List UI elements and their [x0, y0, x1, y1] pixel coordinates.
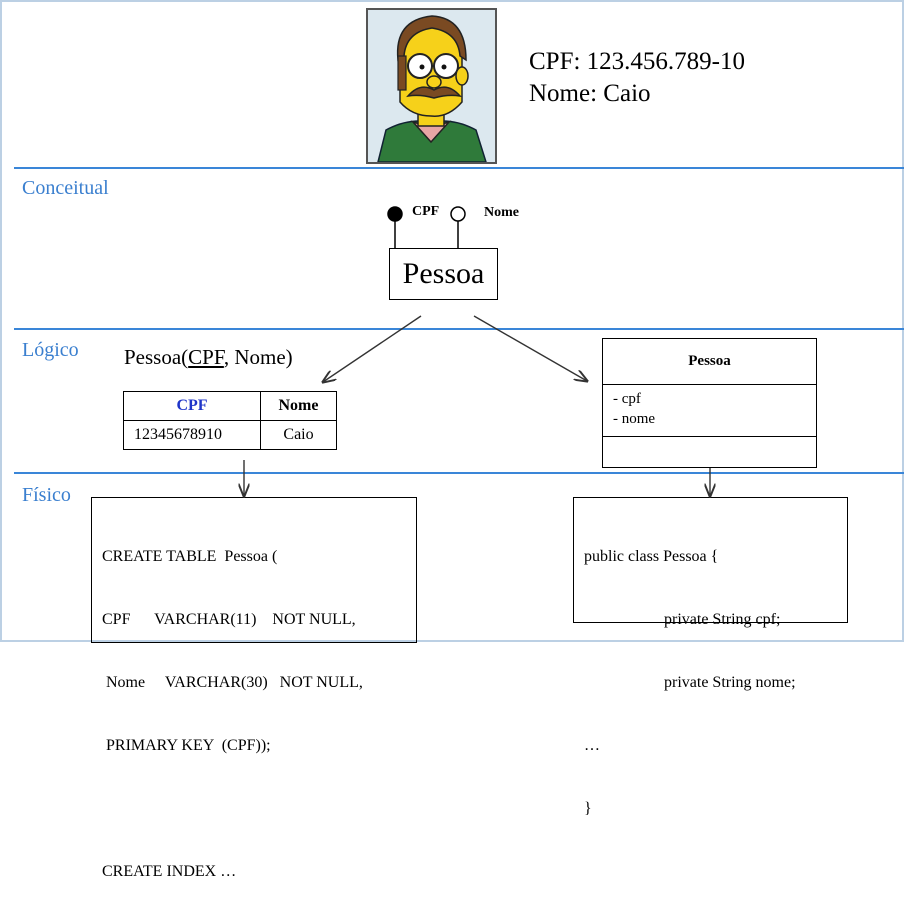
sql-line [102, 798, 406, 819]
diagram-frame [0, 0, 904, 642]
table-header-cpf: CPF [123, 391, 261, 421]
table-cell-cpf: 12345678910 [123, 420, 261, 450]
entity-pessoa: Pessoa [389, 248, 498, 300]
java-line: private String cpf; [584, 611, 781, 628]
java-line: public class Pessoa { [584, 548, 719, 565]
cartoon-character-image [368, 10, 495, 162]
table-cell-nome: Caio [260, 420, 337, 450]
uml-class-attributes: - cpf - nome [603, 385, 816, 437]
uml-class-pessoa: Pessoa - cpf - nome [602, 338, 817, 468]
java-line: … [584, 737, 600, 754]
section-label-conceitual: Conceitual [22, 177, 109, 199]
uml-class-name: Pessoa [603, 339, 816, 385]
section-label-logico: Lógico [22, 339, 79, 361]
arrow-to-relational [323, 315, 422, 382]
section-divider [14, 472, 904, 474]
relation-rest: , Nome) [223, 345, 293, 369]
sql-line: PRIMARY KEY (CPF)); [102, 737, 271, 754]
relational-table: CPF Nome 12345678910 Caio [123, 391, 337, 450]
attribute-nome-label: Nome [484, 205, 519, 220]
java-line: } [584, 800, 592, 817]
sql-line: CREATE TABLE Pessoa ( [102, 548, 278, 565]
section-divider [14, 328, 904, 330]
person-info: CPF: 123.456.789-10 Nome: Caio [529, 46, 745, 110]
sql-line: CPF VARCHAR(11) NOT NULL, [102, 611, 356, 628]
java-line: private String nome; [584, 674, 796, 691]
attribute-marker [450, 206, 466, 222]
sql-line: Nome VARCHAR(30) NOT NULL, [102, 674, 363, 691]
person-cpf: CPF: 123.456.789-10 [529, 48, 746, 75]
sql-line: CREATE INDEX … [102, 863, 237, 880]
person-name: Nome: Caio [529, 80, 651, 107]
relation-primary-key: CPF [188, 345, 224, 369]
attribute-cpf-label: CPF [412, 204, 440, 219]
arrow-to-class [473, 315, 587, 381]
section-label-fisico: Físico [22, 484, 71, 506]
uml-attribute: - nome [613, 411, 656, 427]
relation-schema: Pessoa(CPF, Nome) [124, 345, 293, 370]
person-portrait [366, 8, 497, 164]
identifier-attribute-marker [387, 206, 403, 222]
relation-name: Pessoa( [124, 345, 189, 369]
diagram-connectors [0, 206, 908, 646]
table-row: 12345678910 Caio [123, 420, 337, 450]
uml-attribute: - cpf [613, 391, 641, 407]
section-divider [14, 167, 904, 169]
